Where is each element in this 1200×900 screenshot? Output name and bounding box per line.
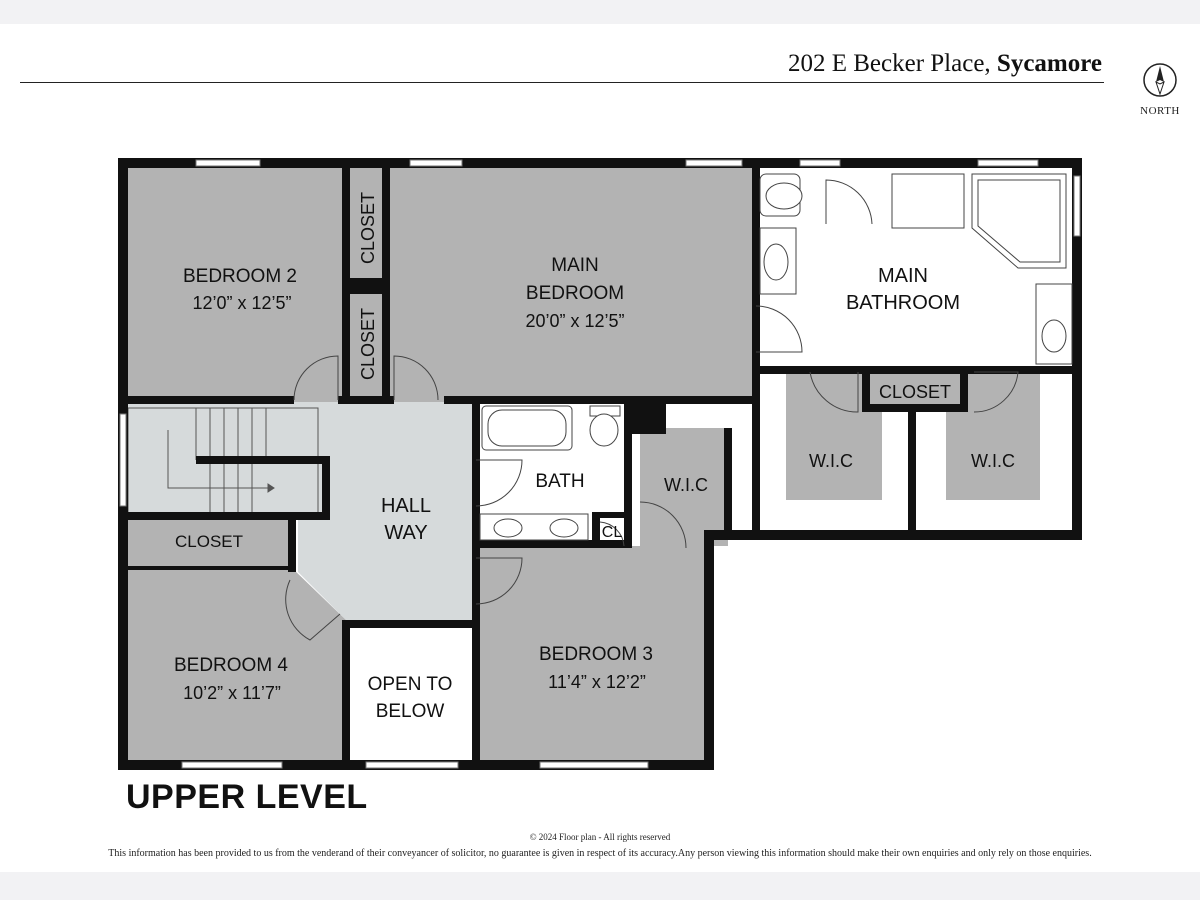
address-city: Sycamore	[996, 50, 1102, 77]
bath-label: BATH	[535, 471, 584, 492]
open-to-below-area	[348, 626, 472, 762]
main-bedroom-label-2: BEDROOM	[526, 283, 624, 304]
bedroom-3-label: BEDROOM 3	[539, 644, 653, 665]
bedroom-4-area	[124, 568, 346, 762]
wic-right-label: W.I.C	[971, 451, 1015, 471]
cl-label: CL	[602, 524, 623, 541]
bedroom-4-dims: 10’2” x 11’7”	[183, 683, 281, 703]
bedroom-4-label: BEDROOM 4	[174, 655, 288, 676]
level-title: UPPER LEVEL	[126, 778, 368, 816]
closet-main-area	[870, 374, 960, 408]
copyright-notice: © 2024 Floor plan - All rights reserved	[529, 832, 671, 842]
address-street: 202 E Becker Place,	[787, 50, 991, 77]
bedroom-2-dims: 12’0” x 12’5”	[192, 293, 291, 313]
header-rule	[20, 82, 1104, 83]
wic-b3-area	[640, 428, 728, 546]
bedroom-2-label: BEDROOM 2	[183, 266, 297, 287]
compass-label: NORTH	[1140, 105, 1180, 117]
closet-b2-lower-label: CLOSET	[358, 308, 378, 380]
north-compass: NORTH	[1130, 60, 1190, 117]
property-address: 202 E Becker Place, Sycamore	[788, 50, 1102, 78]
hallway-label-2: WAY	[384, 522, 427, 544]
bedroom-2-area	[124, 166, 348, 402]
hallway-label-1: HALL	[381, 495, 431, 517]
bedroom-3-dims: 11’4” x 12’2”	[548, 672, 646, 692]
open-to-below-label-2: BELOW	[376, 701, 445, 722]
open-to-below-label-1: OPEN TO	[368, 674, 453, 695]
closet-b4-area	[124, 520, 292, 568]
wic-left-label: W.I.C	[809, 451, 853, 471]
compass-icon	[1143, 63, 1177, 97]
main-bedroom-area	[388, 166, 752, 402]
main-bathroom-label-2: BATHROOM	[846, 292, 960, 314]
bedroom-3-area	[476, 546, 706, 762]
disclaimer-text: This information has been provided to us…	[108, 848, 1092, 859]
closet-b2-upper-label: CLOSET	[358, 192, 378, 264]
door-swings	[285, 179, 1019, 641]
main-bedroom-dims: 20’0” x 12’5”	[525, 311, 624, 331]
main-bathroom-label-1: MAIN	[878, 265, 928, 287]
closet-b4-label: CLOSET	[175, 532, 243, 551]
wic-b3-label: W.I.C	[664, 475, 708, 495]
bath-fixtures	[479, 173, 1073, 541]
closet-main-label: CLOSET	[879, 382, 951, 402]
main-bedroom-label-1: MAIN	[551, 255, 599, 276]
windows	[119, 159, 1081, 769]
